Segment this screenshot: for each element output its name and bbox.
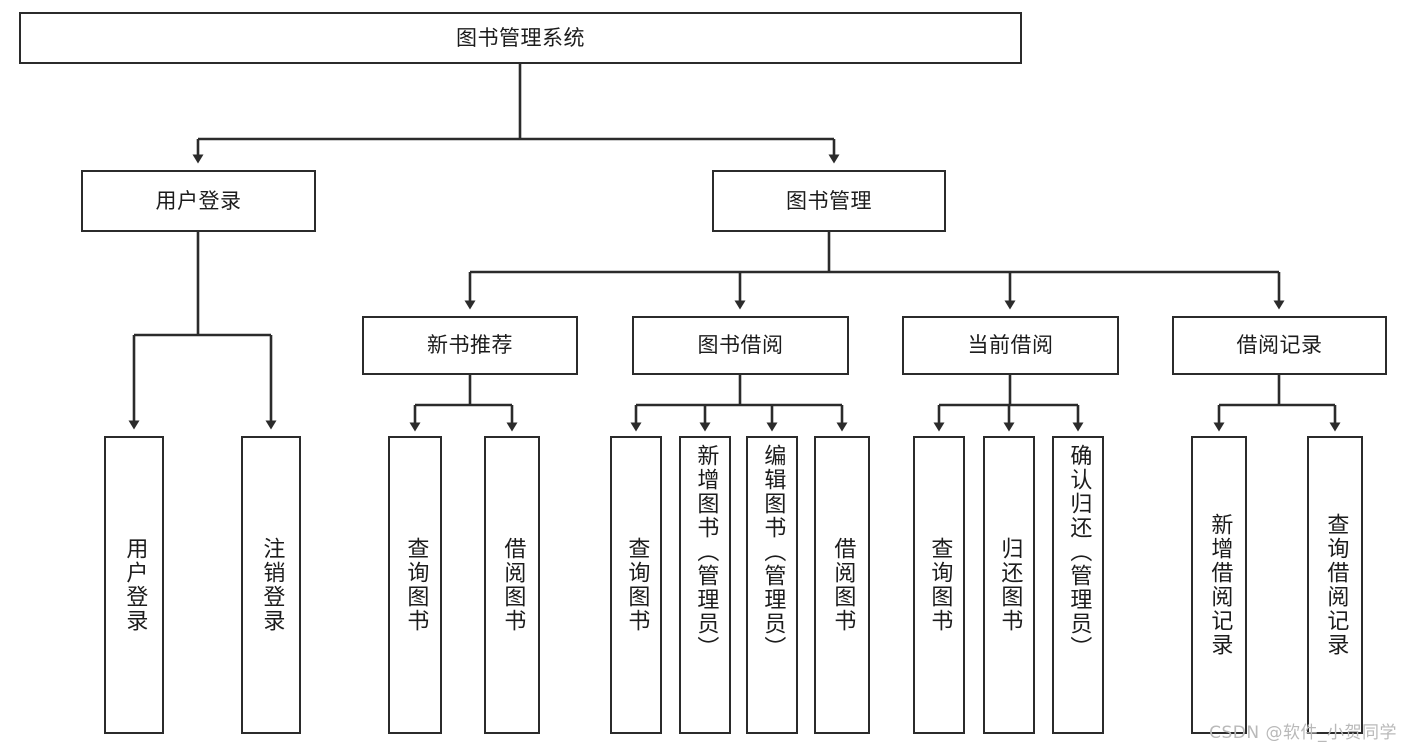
node-current-borrow[interactable]: 当前借阅 (902, 316, 1119, 375)
node-leaf-add-borrow-record-label: 新增借阅记录 (1207, 513, 1233, 657)
node-book-borrow[interactable]: 图书借阅 (632, 316, 849, 375)
node-leaf-query-books-new-label: 查询图书 (403, 537, 429, 633)
node-new-book-recommend-label: 新书推荐 (427, 333, 513, 358)
node-root-label: 图书管理系统 (456, 25, 585, 50)
node-user-login[interactable]: 用户登录 (81, 170, 316, 232)
node-leaf-query-books-current-label: 查询图书 (927, 537, 953, 633)
watermark-text: CSDN @软件_小贺同学 (1209, 723, 1397, 743)
node-leaf-user-login-label: 用户登录 (122, 537, 148, 633)
node-leaf-logout-label: 注销登录 (259, 537, 285, 633)
node-new-book-recommend[interactable]: 新书推荐 (362, 316, 578, 375)
node-leaf-return-book-label: 归还图书 (997, 537, 1023, 633)
node-book-management[interactable]: 图书管理 (712, 170, 946, 232)
node-leaf-confirm-return-admin-label: 确认归还（管理员） (1066, 444, 1092, 660)
node-leaf-return-book[interactable]: 归还图书 (983, 436, 1035, 734)
node-book-management-label: 图书管理 (786, 188, 872, 213)
node-leaf-borrow-book[interactable]: 借阅图书 (814, 436, 870, 734)
node-borrow-records-label: 借阅记录 (1236, 333, 1323, 358)
node-leaf-query-books-borrow-label: 查询图书 (624, 537, 650, 633)
node-leaf-query-books-new[interactable]: 查询图书 (388, 436, 442, 734)
node-leaf-query-books-current[interactable]: 查询图书 (913, 436, 965, 734)
node-user-login-label: 用户登录 (155, 188, 242, 213)
node-leaf-logout[interactable]: 注销登录 (241, 436, 301, 734)
node-leaf-borrow-books-new[interactable]: 借阅图书 (484, 436, 540, 734)
node-leaf-borrow-books-new-label: 借阅图书 (500, 537, 526, 633)
node-leaf-add-book-admin-label: 新增图书（管理员） (693, 444, 719, 660)
node-leaf-borrow-book-label: 借阅图书 (830, 537, 856, 633)
node-current-borrow-label: 当前借阅 (967, 333, 1054, 358)
node-borrow-records[interactable]: 借阅记录 (1172, 316, 1387, 375)
node-leaf-query-books-borrow[interactable]: 查询图书 (610, 436, 662, 734)
node-leaf-add-book-admin[interactable]: 新增图书（管理员） (679, 436, 731, 734)
node-leaf-add-borrow-record[interactable]: 新增借阅记录 (1191, 436, 1247, 734)
node-root[interactable]: 图书管理系统 (19, 12, 1022, 64)
node-book-borrow-label: 图书借阅 (697, 333, 784, 358)
node-leaf-edit-book-admin[interactable]: 编辑图书（管理员） (746, 436, 798, 734)
node-leaf-confirm-return-admin[interactable]: 确认归还（管理员） (1052, 436, 1104, 734)
node-leaf-query-borrow-record-label: 查询借阅记录 (1323, 513, 1349, 657)
node-leaf-user-login[interactable]: 用户登录 (104, 436, 164, 734)
node-leaf-edit-book-admin-label: 编辑图书（管理员） (760, 444, 786, 660)
node-leaf-query-borrow-record[interactable]: 查询借阅记录 (1307, 436, 1363, 734)
